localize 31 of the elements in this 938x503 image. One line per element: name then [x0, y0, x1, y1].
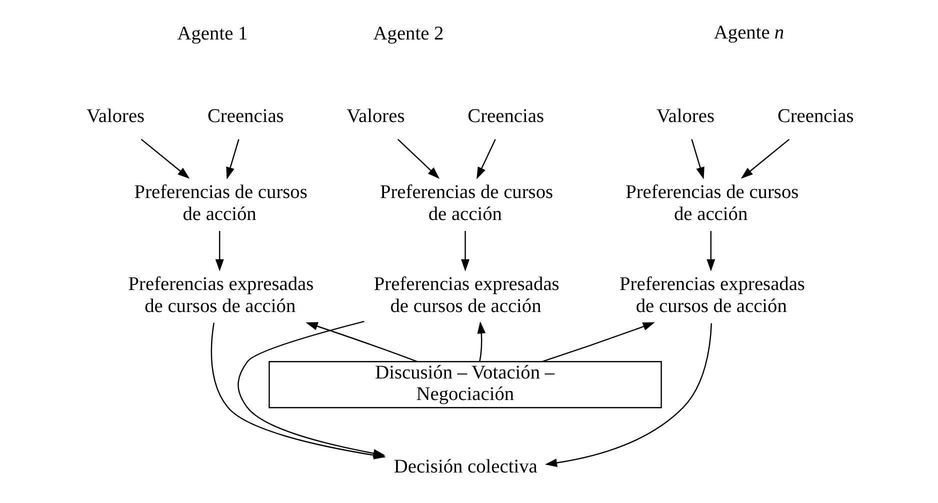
- node-text: Creencias: [776, 106, 854, 127]
- arrow: [226, 139, 239, 180]
- arrow: [237, 320, 385, 458]
- node-text: Valores: [656, 106, 714, 127]
- label: Agente 2: [372, 24, 444, 44]
- arrow: [396, 138, 440, 179]
- arrow: [690, 139, 704, 180]
- arrow: [544, 323, 712, 467]
- arrow: [140, 138, 190, 179]
- arrow: [706, 230, 715, 272]
- node-text: Valores: [346, 106, 404, 127]
- node-text: Creencias: [207, 106, 284, 127]
- node-box: Discusión – Votación – Negociación: [268, 361, 662, 408]
- arrow: [476, 139, 496, 180]
- node-text: Preferencias de cursos de acción: [625, 182, 798, 225]
- arrow: [214, 230, 224, 272]
- node-text: Preferencias de cursos de acción: [134, 182, 307, 225]
- node-text: Preferencias expresadas de cursos de acción: [619, 274, 804, 317]
- node-text: Preferencias expresadas de cursos de acción: [128, 274, 314, 317]
- arrow: [542, 322, 654, 362]
- label: Agente 1: [176, 24, 248, 44]
- node-text: Preferencias de cursos de acción: [379, 182, 553, 225]
- arrow: [460, 230, 469, 272]
- arrow: [476, 321, 486, 362]
- node-text: Creencias: [467, 106, 544, 127]
- node-text: Valores: [86, 106, 144, 127]
- node-text: Decisión colectiva: [393, 456, 537, 478]
- arrow: [305, 322, 417, 362]
- arrow: [740, 138, 790, 179]
- label: Agente n: [713, 22, 784, 44]
- node-text: Preferencias expresadas de cursos de acción: [373, 274, 559, 317]
